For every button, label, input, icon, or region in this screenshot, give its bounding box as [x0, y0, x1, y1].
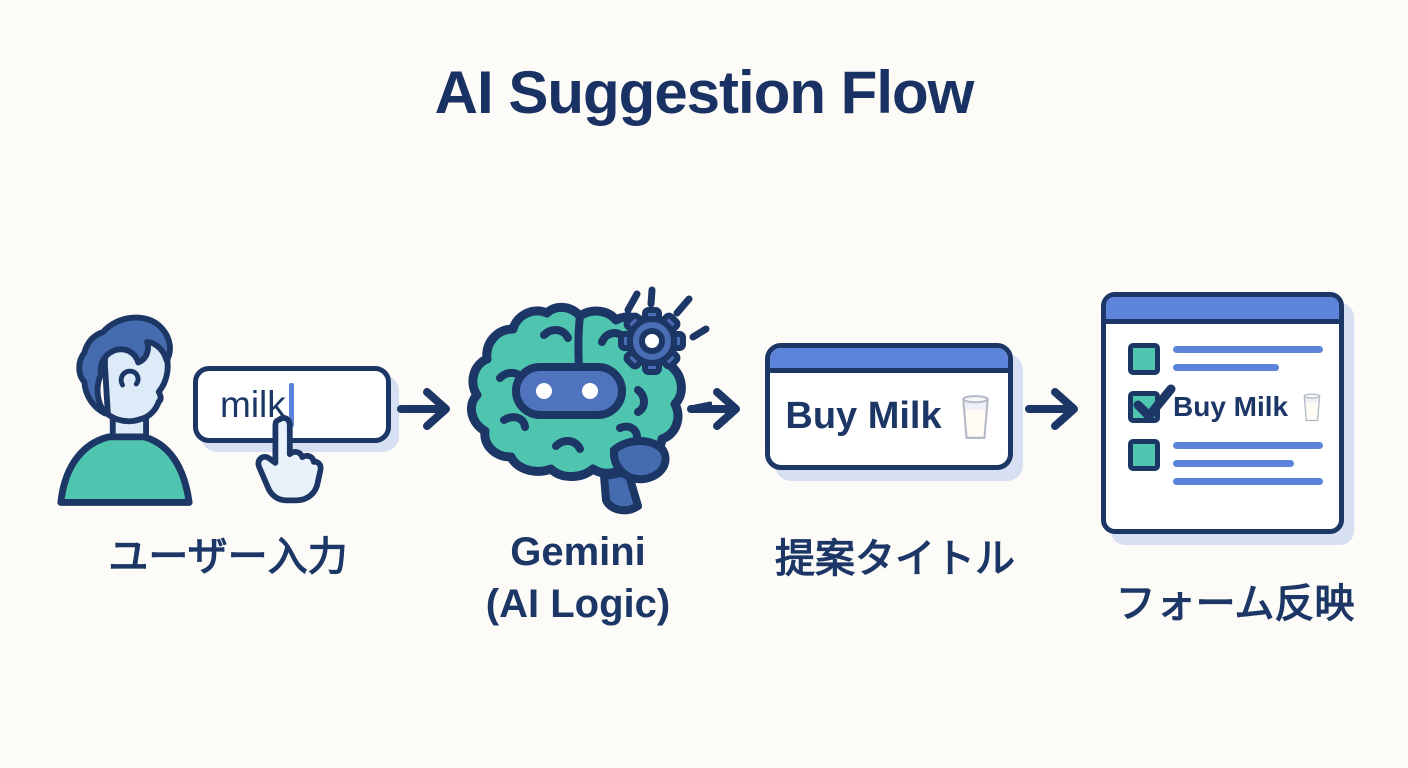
gemini-label-line2: (AI Logic)	[485, 582, 671, 626]
placeholder-text-lines	[1173, 439, 1323, 485]
brain-icon	[466, 286, 712, 515]
robot-visor-icon	[512, 363, 626, 419]
checkbox-unchecked	[1128, 439, 1160, 471]
form-item-text: Buy Milk	[1173, 391, 1289, 422]
cursor-hand-icon	[255, 415, 324, 504]
text-cursor	[288, 382, 294, 427]
form-header-bar	[1106, 297, 1339, 324]
suggestion-card: Buy Milk	[765, 343, 1013, 470]
form-row	[1128, 439, 1323, 485]
checkbox-checked	[1128, 384, 1176, 423]
step-label-suggestion: 提案タイトル	[775, 537, 1015, 581]
step-label-user-input: ユーザー入力	[108, 535, 348, 579]
checkmark-icon	[1133, 384, 1176, 421]
card-header-bar	[770, 348, 1008, 373]
brain-cerebellum	[610, 437, 670, 484]
suggestion-text: Buy Milk	[785, 395, 942, 437]
placeholder-text-lines	[1173, 343, 1323, 371]
brain-stem	[600, 468, 642, 515]
checkbox-unchecked	[1128, 343, 1160, 375]
form-row	[1128, 343, 1323, 375]
arrow-icon	[687, 388, 740, 430]
arrow-icon	[1025, 388, 1078, 430]
person-icon	[57, 314, 193, 506]
step-label-form: フォーム反映	[1115, 582, 1355, 626]
input-value: milk	[220, 383, 286, 425]
form-body: Buy Milk	[1106, 324, 1339, 485]
card-body: Buy Milk	[770, 373, 1008, 460]
form-panel: Buy Milk	[1101, 292, 1344, 534]
diagram-title: AI Suggestion Flow	[434, 59, 975, 126]
arrow-icon	[397, 388, 450, 430]
milk-glass-icon	[1303, 393, 1321, 422]
gemini-label-line1: Gemini	[510, 530, 646, 574]
step-label-gemini: Gemini (AI Logic)	[448, 526, 708, 630]
gear-icon	[618, 307, 686, 375]
milk-glass-icon	[961, 395, 989, 439]
form-row: Buy Milk	[1128, 384, 1323, 423]
